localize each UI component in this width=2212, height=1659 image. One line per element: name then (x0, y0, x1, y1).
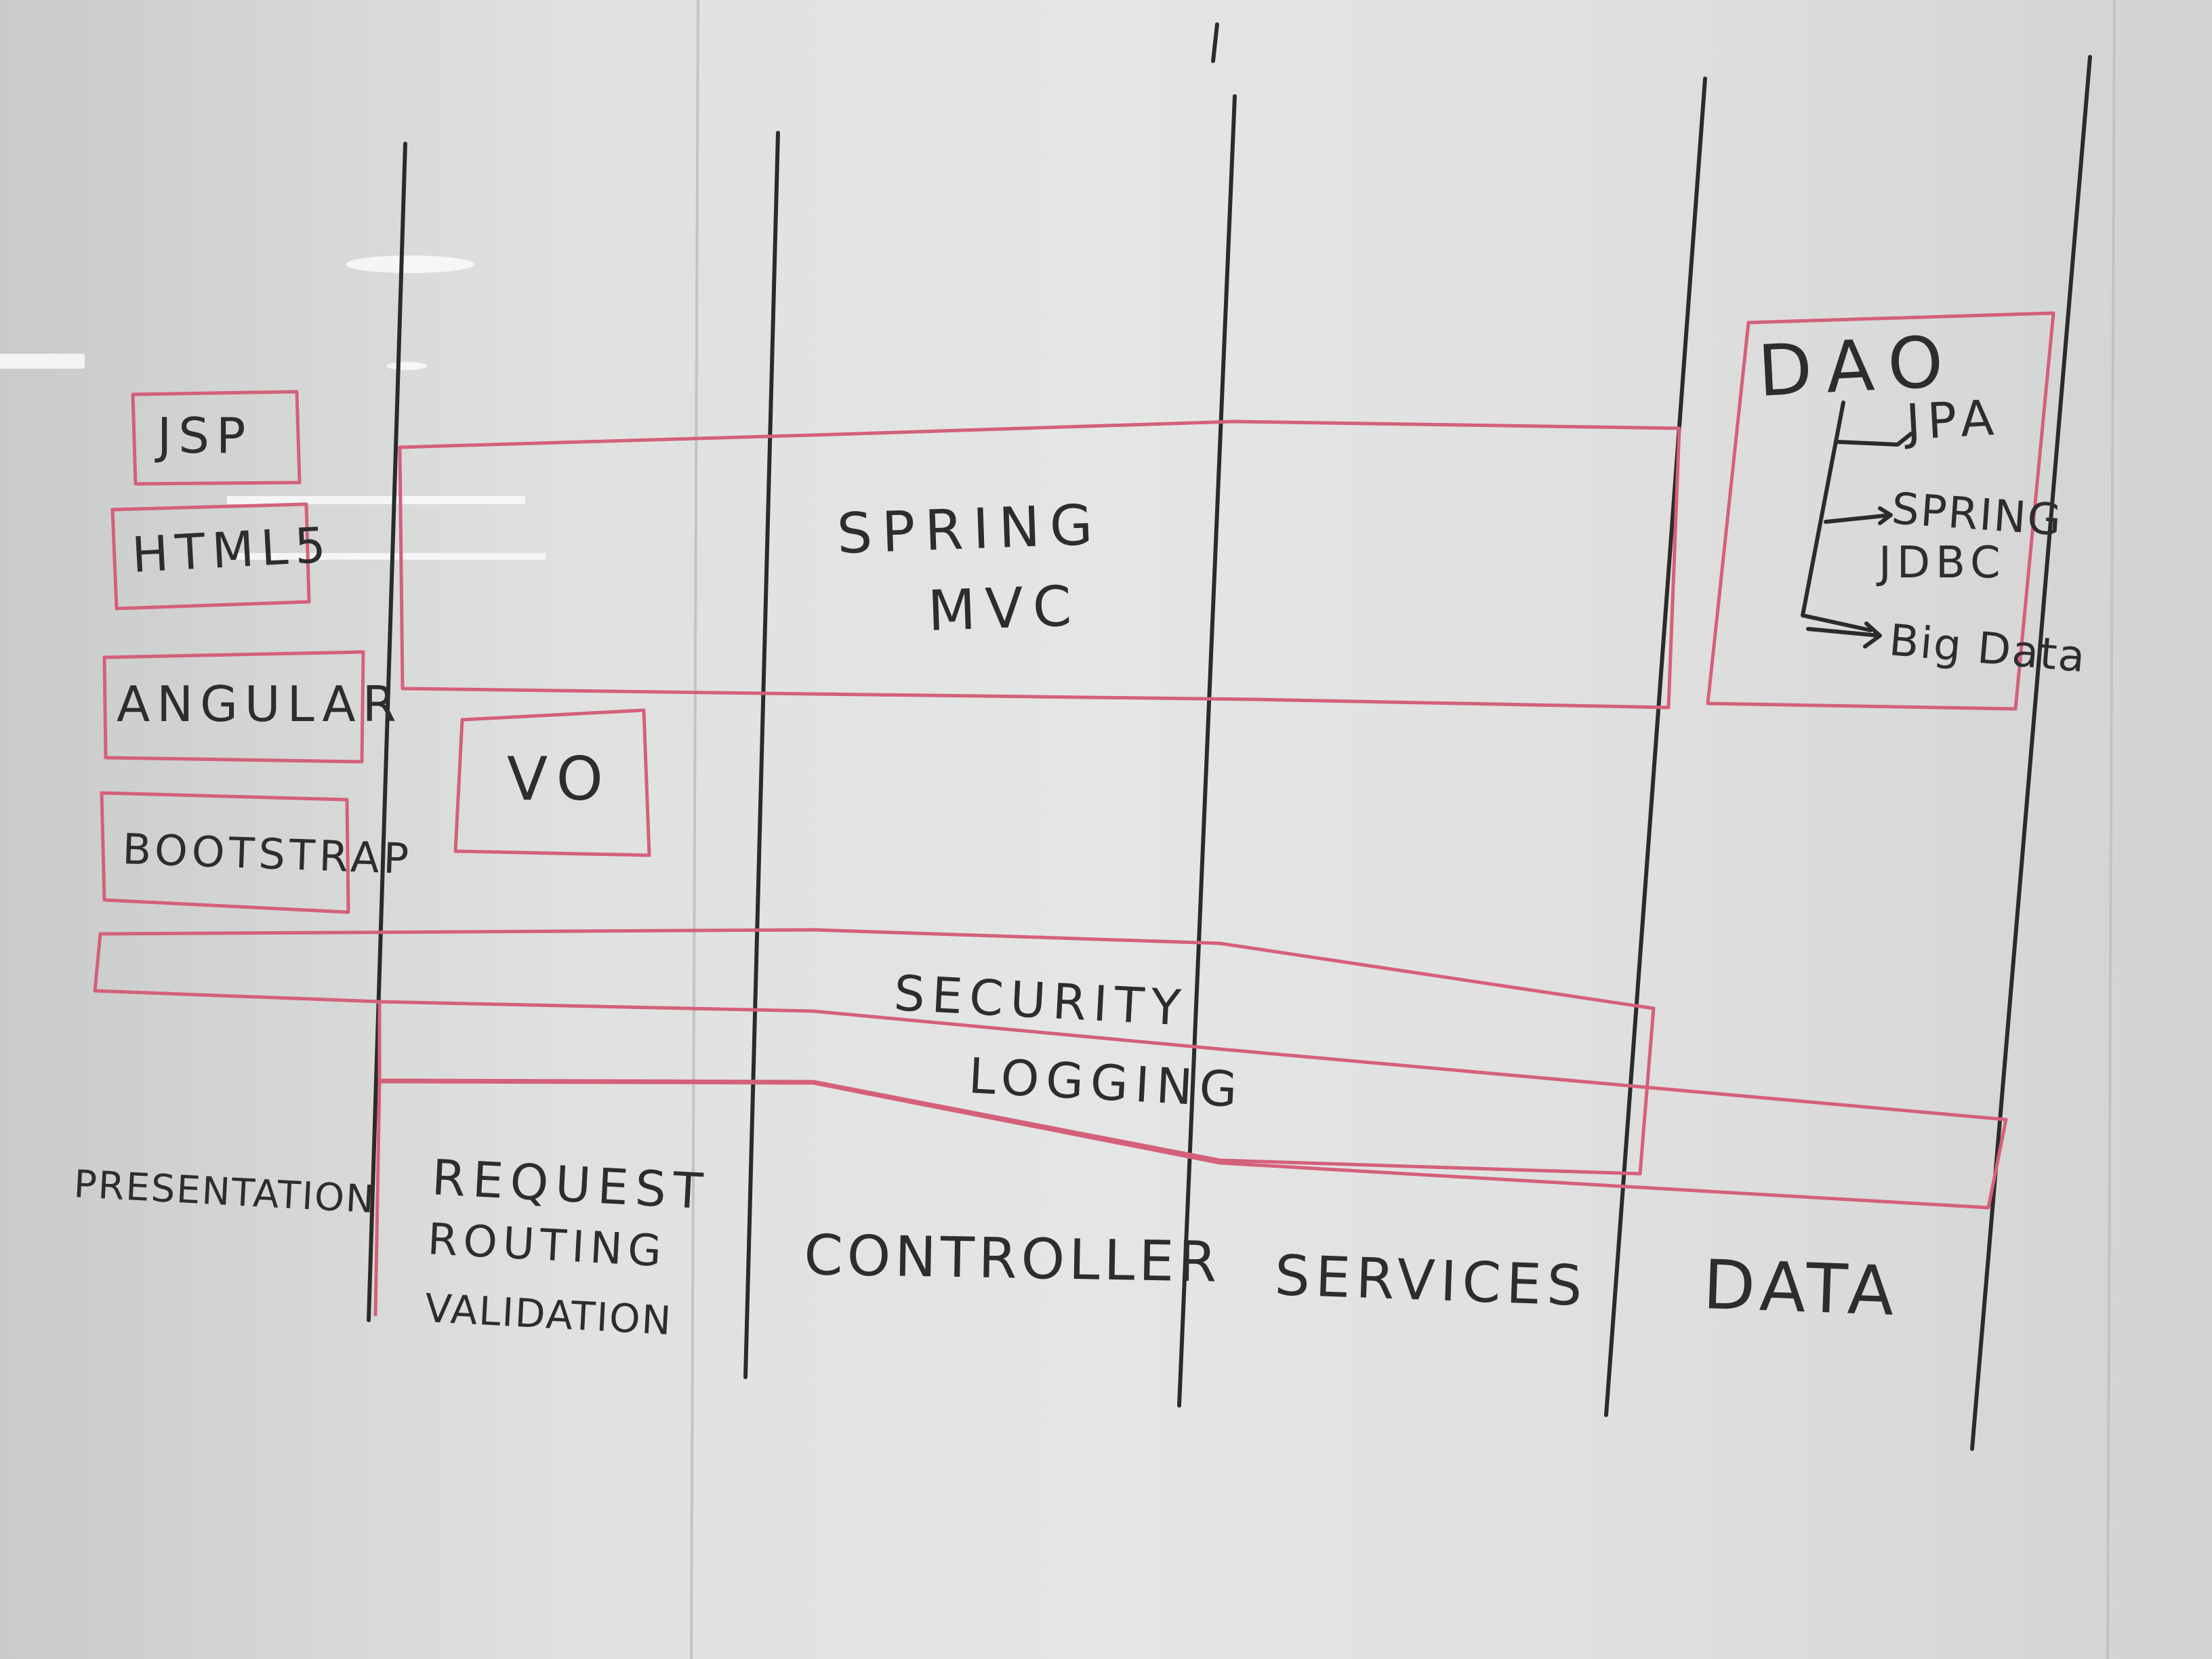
column-label-validation: VALIDATION (424, 1285, 674, 1344)
angular-label: ANGULAR (117, 676, 403, 733)
column-label-services: SERVICES (1273, 1244, 1589, 1319)
dao-branch-arrow (1806, 621, 1882, 649)
panel-seam (2106, 0, 2116, 1659)
dao-item-big-data: Big Data (1887, 615, 2089, 682)
dao-branch-arrow (1836, 432, 1913, 447)
light-reflection (386, 362, 427, 370)
html5-box (110, 502, 311, 611)
dao-branch-arrow (1824, 506, 1893, 525)
spring-mvc-box (398, 419, 1681, 710)
light-reflection (0, 354, 85, 369)
angular-box (102, 650, 365, 764)
security-band (93, 928, 1656, 1176)
column-label-request: REQUEST (430, 1149, 711, 1220)
dao-item-jdbc: JDBC (1876, 538, 2006, 588)
spring-label: SPRING (836, 493, 1103, 567)
vo-box (453, 708, 651, 857)
column-divider (1604, 77, 1707, 1417)
jsp-box (131, 390, 302, 486)
marker-tick (1211, 22, 1219, 63)
column-divider (1970, 55, 2092, 1451)
column-label-routing: ROUTING (426, 1214, 668, 1277)
column-label-data: DATA (1702, 1245, 1901, 1331)
dao-item-spring: SPRING (1890, 484, 2064, 546)
dao-item-jpa: JPA (1902, 389, 2002, 451)
vo-label: VO (507, 744, 613, 814)
html5-label: HTML5 (130, 516, 333, 583)
dao-tree-line (1801, 401, 1872, 632)
jsp-label: JSP (155, 407, 252, 464)
bootstrap-box (100, 791, 350, 914)
column-divider (1177, 94, 1237, 1408)
mvc-label: MVC (926, 574, 1082, 644)
light-reflection (234, 553, 546, 560)
logging-label: LOGGING (967, 1047, 1246, 1118)
security-label: SECURITY (893, 964, 1189, 1037)
bootstrap-label: BOOTSTRAP (121, 824, 413, 884)
column-label-presentation: PRESENTATION (73, 1162, 376, 1222)
logging-band (373, 1000, 2008, 1317)
light-reflection (227, 496, 525, 504)
column-divider (367, 142, 407, 1322)
column-label-controller: CONTROLLER (804, 1223, 1221, 1295)
light-reflection (346, 255, 474, 273)
dao-box (1706, 311, 2055, 711)
dao-title: DAO (1756, 320, 1960, 413)
column-divider (743, 131, 780, 1379)
panel-seam (690, 0, 699, 1659)
